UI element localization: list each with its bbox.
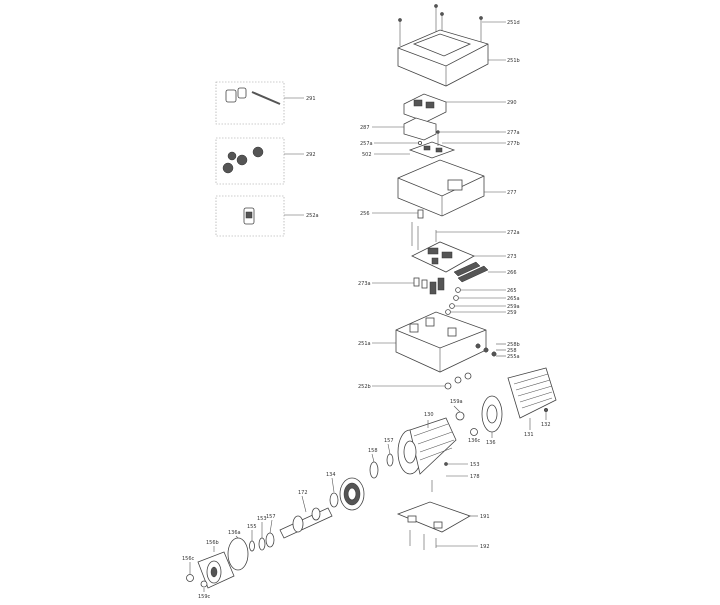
motor-housing-130 — [397, 417, 468, 492]
callout-191: 191 — [480, 514, 490, 520]
callout-266: 266 — [507, 270, 517, 276]
callout-251a: 251a — [358, 341, 371, 347]
front-flange-156b — [197, 546, 235, 589]
screw-256 — [372, 209, 424, 219]
screws-272a — [411, 222, 506, 250]
seal-159c — [200, 580, 208, 592]
callout-158: 158 — [368, 448, 378, 454]
callout-136a: 136a — [228, 530, 241, 536]
callout-159a: 159a — [450, 399, 463, 405]
callout-256: 256 — [360, 211, 370, 217]
callout-159c: 159c — [198, 594, 211, 600]
gland-box-252a — [215, 195, 304, 237]
callout-136c: 136c — [468, 438, 481, 444]
callout-265a: 265a — [507, 296, 520, 302]
rotor-134 — [329, 477, 365, 511]
rings-157-158 — [369, 443, 394, 479]
callout-287: 287 — [360, 125, 370, 131]
callout-252a: 252a — [306, 213, 319, 219]
callout-131: 131 — [524, 432, 534, 438]
callout-255a: 255a — [507, 354, 520, 360]
gland-box-292 — [215, 137, 304, 185]
mounting-plate-191 — [396, 501, 478, 550]
callout-134: 134 — [326, 472, 336, 478]
callout-272a: 272a — [507, 230, 520, 236]
inverter-board-273 — [411, 241, 506, 273]
callout-291: 291 — [306, 96, 316, 102]
terminal-cover-277 — [397, 159, 506, 217]
gland-box-291 — [215, 81, 304, 125]
bracket-287 — [372, 117, 437, 141]
callout-265: 265 — [507, 288, 517, 294]
callout-290: 290 — [507, 100, 517, 106]
callout-156c: 156c — [182, 556, 195, 562]
module-290 — [403, 93, 506, 123]
ring-136c — [470, 428, 478, 436]
callout-157: 157 — [384, 438, 394, 444]
fan-136 — [481, 395, 503, 438]
callout-136: 136 — [486, 440, 496, 446]
callout-258: 258 — [507, 348, 517, 354]
callout-130: 130 — [424, 412, 434, 418]
callout-153-front: 153 — [257, 516, 267, 522]
callout-259a: 259a — [507, 304, 520, 310]
seal-156c — [186, 562, 194, 582]
callout-192: 192 — [480, 544, 490, 550]
small-parts-265-259 — [445, 287, 506, 315]
top-cover-screws — [398, 4, 483, 48]
o-ring-136a — [227, 535, 249, 571]
fan-cover-131 — [507, 367, 557, 430]
capacitors-273a — [372, 277, 445, 295]
terminal-housing-251a — [372, 311, 487, 373]
callout-258b: 258b — [507, 342, 520, 348]
callout-153: 153 — [470, 462, 480, 468]
callout-277a: 277a — [507, 130, 520, 136]
bearing-rings-front — [249, 519, 275, 552]
shaft-172 — [279, 495, 333, 539]
board-502 — [374, 140, 456, 159]
callout-155: 155 — [247, 524, 257, 530]
callout-257a: 257a — [360, 141, 373, 147]
callout-178: 178 — [470, 474, 480, 480]
callout-502: 502 — [362, 152, 372, 158]
callout-251d: 251d — [507, 20, 520, 26]
callout-259: 259 — [507, 310, 517, 316]
callout-157-front: 157 — [266, 514, 276, 520]
callout-273a: 273a — [358, 281, 371, 287]
callout-277b: 277b — [507, 141, 520, 147]
screws-258 — [475, 343, 506, 357]
terminal-strip-266 — [453, 261, 506, 283]
callout-251b: 251b — [507, 58, 520, 64]
callout-292: 292 — [306, 152, 316, 158]
callout-156b: 156b — [206, 540, 219, 546]
top-cover — [397, 29, 489, 87]
callout-172: 172 — [298, 490, 308, 496]
callout-252b: 252b — [358, 384, 371, 390]
seal-159a — [453, 405, 465, 421]
callout-277: 277 — [507, 190, 517, 196]
callout-132: 132 — [541, 422, 551, 428]
screws-277a-277b — [436, 130, 506, 146]
seals-252b — [372, 372, 472, 390]
callout-273: 273 — [507, 254, 517, 260]
